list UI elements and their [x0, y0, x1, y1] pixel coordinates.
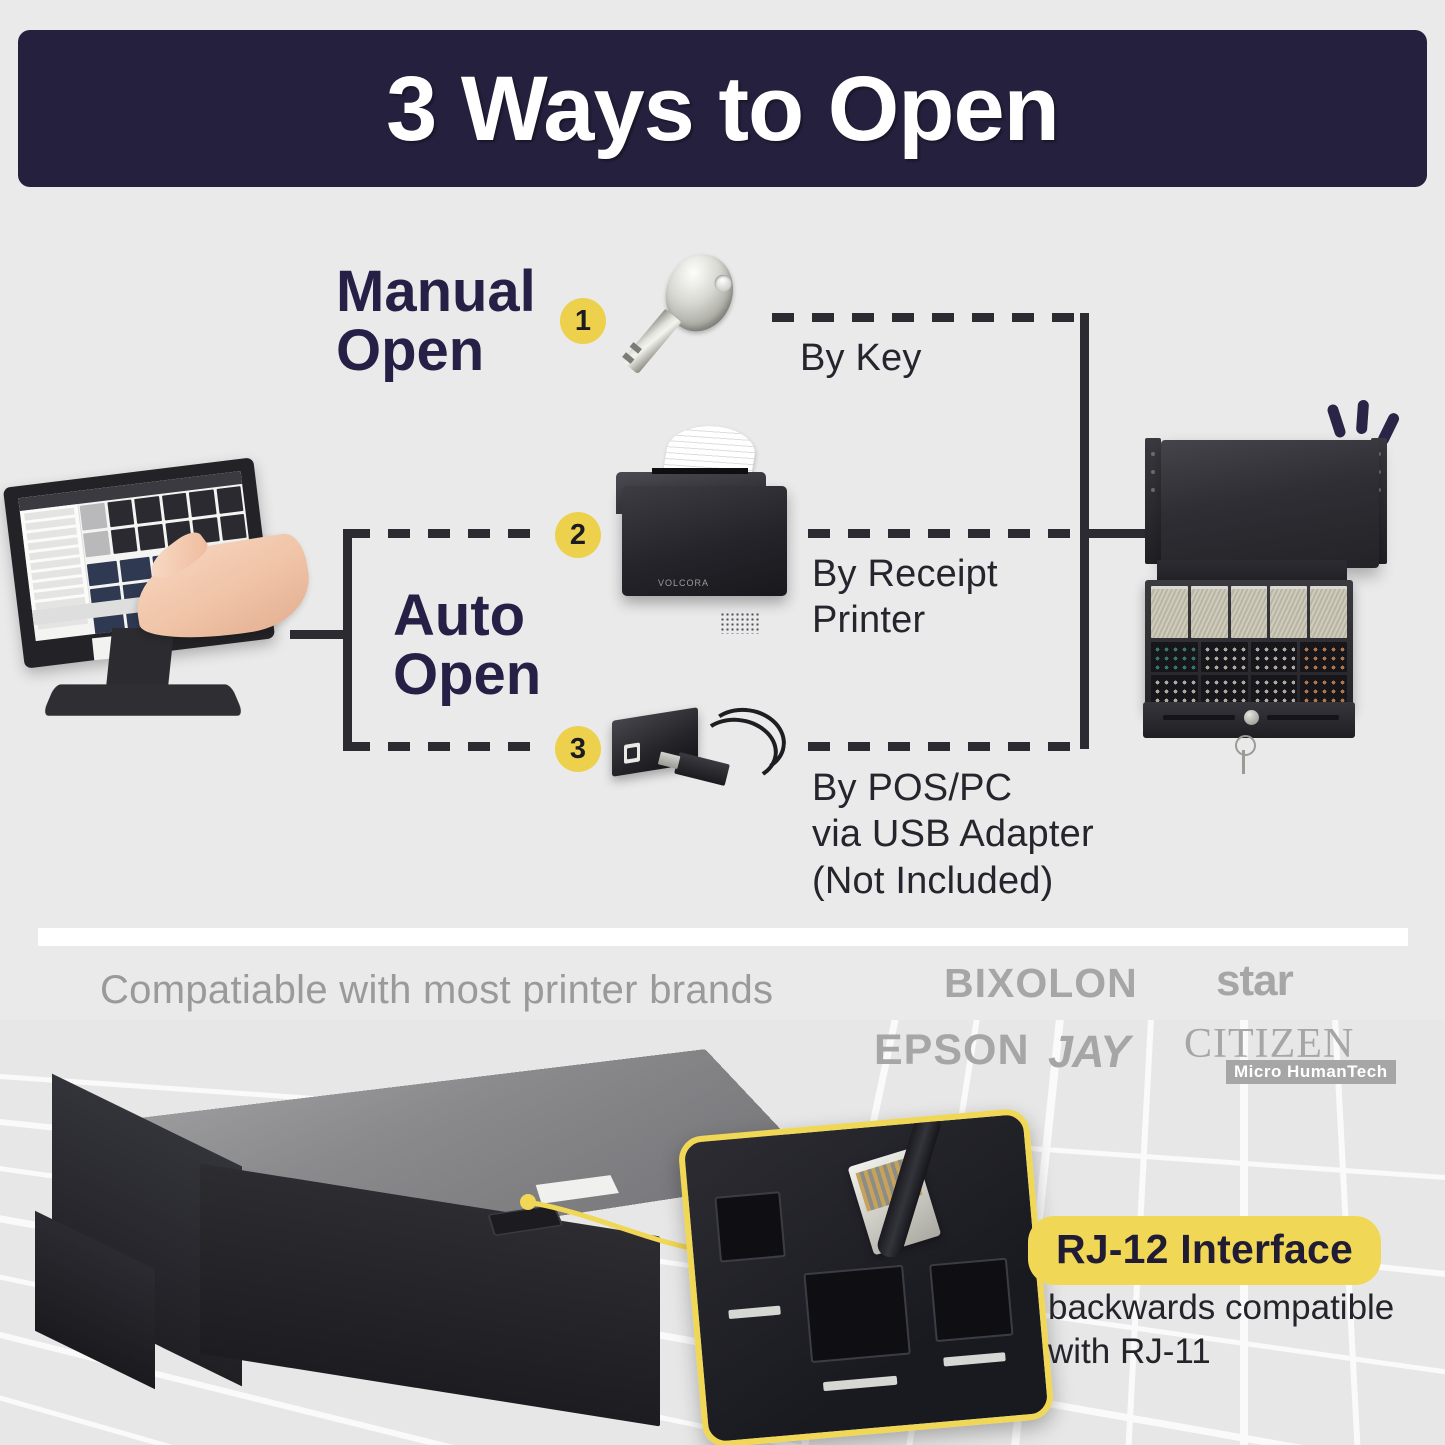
manual-open-line1: Manual — [336, 259, 536, 324]
brand-logo-bixolon: BIXOLON — [944, 960, 1138, 1006]
brand-logo-star: star — [1216, 956, 1294, 1005]
rj12-subtext: backwards compatible with RJ-11 — [1048, 1286, 1445, 1374]
auto-open-line1: Auto — [393, 583, 526, 648]
rj12-subtext-line1: backwards compatible — [1048, 1288, 1395, 1327]
step-badge-3: 3 — [555, 726, 601, 772]
step-badge-1: 1 — [560, 298, 606, 344]
action-line-center — [1355, 399, 1370, 435]
header-banner: 3 Ways to Open — [18, 30, 1427, 187]
action-line-left — [1326, 403, 1347, 439]
connector-auto-bracket — [343, 529, 352, 751]
auto-open-line2: Open — [393, 642, 542, 708]
printer-vent — [720, 612, 760, 634]
drawer-handle-right — [1267, 715, 1339, 720]
rj12-magnified-view — [677, 1107, 1055, 1445]
drawer-key-shaft — [1242, 750, 1245, 774]
compatibility-headline: Compatiable with most printer brands — [100, 968, 774, 1012]
receipt-printer-icon: VOLCORA — [612, 423, 802, 634]
cash-drawer-image — [1135, 399, 1435, 774]
step-badge-2-number: 2 — [569, 518, 587, 551]
key-icon — [610, 236, 756, 398]
connector-dash-printer-right — [808, 529, 1084, 538]
step-3-label-line2: via USB Adapter — [812, 813, 1094, 856]
drawer-lid — [1161, 440, 1379, 568]
pos-terminal-image: VOLCORA — [2, 457, 317, 758]
manual-open-line2: Open — [336, 318, 485, 384]
drawer-mount-bracket-left — [1145, 438, 1161, 564]
connector-dash-usb-right — [808, 742, 1084, 751]
step-badge-1-number: 1 — [574, 304, 592, 337]
drawer-handle-left — [1163, 715, 1235, 720]
step-2-label-line1: By Receipt — [812, 553, 998, 595]
pos-stand-base — [41, 684, 245, 716]
brand-logo-jay: JAY — [1048, 1026, 1130, 1077]
usb-b-port — [624, 742, 640, 764]
printer-brand: VOLCORA — [658, 578, 710, 588]
connector-dash-usb-left — [348, 742, 548, 751]
callout-leader-line — [520, 1194, 713, 1255]
manual-open-label: Manual Open — [336, 262, 536, 380]
drawer-front-panel — [1143, 702, 1355, 738]
rj12-badge-label: RJ-12 Interface — [1056, 1226, 1353, 1272]
rj-housing-left — [714, 1191, 786, 1263]
rj12-badge: RJ-12 Interface — [1028, 1216, 1381, 1285]
brand-logo-citizen: CITIZEN — [1184, 1021, 1355, 1067]
connector-from-pos — [290, 630, 350, 639]
brand-logo-epson: EPSON — [874, 1026, 1030, 1074]
coin-compartments — [1151, 642, 1347, 704]
connector-dash-key — [772, 313, 1082, 322]
step-2-label: By Receipt Printer — [812, 551, 998, 644]
step-3-label-line3: (Not Included) — [812, 859, 1054, 902]
rj-tab-center — [822, 1375, 898, 1392]
connector-trunk-to-drawer — [1080, 529, 1150, 538]
section-divider — [38, 928, 1408, 946]
printer-paper-slot — [652, 468, 748, 474]
step-1-label-line1: By Key — [800, 337, 922, 379]
step-1-label: By Key — [800, 335, 922, 381]
rj-tab-right — [943, 1352, 1006, 1367]
drawer-money-tray — [1145, 580, 1353, 710]
step-badge-3-number: 3 — [569, 732, 587, 765]
rj-tab-left — [728, 1305, 781, 1320]
usb-adapter-icon — [608, 702, 808, 806]
rj-housing-right — [929, 1257, 1014, 1343]
brand-logo-citizen-tagline: Micro HumanTech — [1226, 1060, 1396, 1084]
step-3-label-line1: By POS/PC — [812, 767, 1013, 809]
connector-dash-printer-left — [348, 529, 548, 538]
rj-housing-center — [803, 1264, 911, 1364]
printer-body: VOLCORA — [622, 486, 787, 634]
bill-compartments — [1151, 586, 1347, 638]
drawer-key-ring — [1235, 735, 1256, 756]
step-3-label: By POS/PC via USB Adapter (Not Included) — [812, 765, 1094, 904]
step-2-label-line2: Printer — [812, 599, 926, 642]
drawer-lock-icon — [1244, 710, 1259, 725]
pos-stand-neck — [105, 628, 175, 690]
key-shaft — [621, 308, 682, 375]
step-badge-2: 2 — [555, 512, 601, 558]
rj12-subtext-line2: with RJ-11 — [1048, 1331, 1211, 1371]
key-hole — [712, 272, 734, 294]
page-title: 3 Ways to Open — [386, 57, 1060, 160]
auto-open-label: Auto Open — [393, 586, 541, 704]
